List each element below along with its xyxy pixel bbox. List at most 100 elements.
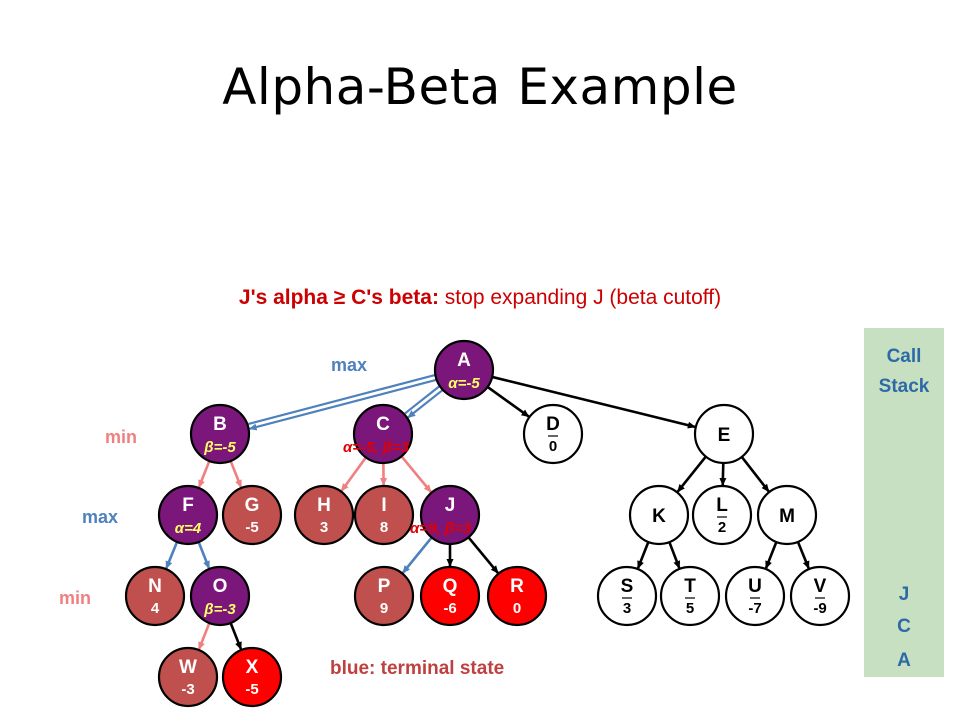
edge-o-w: [197, 622, 211, 651]
node-label-w: W: [179, 657, 197, 678]
node-annotation-a: α=-5: [448, 375, 480, 392]
node-circle-j: [419, 484, 481, 546]
node-a: Aα=-5: [433, 339, 495, 401]
node-circle-h: [293, 484, 355, 546]
edge-c-h: [340, 456, 367, 492]
node-label-r: R: [510, 576, 524, 597]
node-label-k: K: [652, 506, 666, 527]
node-value-w: -3: [181, 681, 194, 698]
edge-m-u: [764, 541, 778, 570]
node-r: R0: [486, 565, 548, 627]
node-circle-r: [486, 565, 548, 627]
slide-title: Alpha-Beta Example: [222, 58, 738, 116]
node-label-t: T: [684, 576, 696, 597]
level-label-min-lower: min: [59, 588, 92, 608]
node-circle-o: [189, 565, 251, 627]
node-value-s: 3: [623, 600, 631, 617]
node-label-e: E: [718, 425, 731, 446]
node-label-u: U: [748, 576, 762, 597]
edge-f-o: [197, 541, 211, 570]
headline-rest: stop expanding J (beta cutoff): [438, 286, 722, 309]
node-label-n: N: [148, 576, 162, 597]
node-label-m: M: [779, 506, 795, 527]
node-label-p: P: [378, 576, 391, 597]
node-t: T5: [659, 565, 721, 627]
edge-a-c: [404, 385, 444, 419]
level-label-max-top: max: [331, 355, 368, 375]
node-n: N4: [124, 565, 186, 627]
node-circle-s: [596, 565, 658, 627]
call-stack-item-j: J: [898, 584, 910, 605]
node-value-n: 4: [151, 600, 160, 617]
node-p: P9: [353, 565, 415, 627]
node-value-l: 2: [718, 519, 726, 536]
node-circle-n: [124, 565, 186, 627]
node-k: K: [628, 484, 690, 546]
node-circle-c: [352, 403, 414, 465]
node-annotation-b: β=-5: [203, 439, 236, 456]
node-label-v: V: [814, 576, 827, 597]
node-b: Bβ=-5: [189, 403, 251, 465]
node-circle-w: [157, 646, 219, 708]
edge-e-l: [719, 462, 727, 487]
node-x: X-5: [221, 646, 283, 708]
edge-m-v: [796, 541, 810, 570]
node-f: Fα=4: [157, 484, 219, 546]
node-value-r: 0: [513, 600, 521, 617]
edge-o-x: [229, 622, 243, 651]
edge-j-r: [467, 536, 499, 574]
edge-f-n: [165, 541, 179, 570]
edge-e-m: [740, 456, 770, 493]
node-o: Oβ=-3: [189, 565, 251, 627]
node-circle-p: [353, 565, 415, 627]
edge-a-e: [491, 375, 696, 429]
node-value-v: -9: [813, 600, 826, 617]
edge-a-d: [486, 385, 530, 418]
edge-j-p: [401, 536, 433, 574]
legend-terminal-state: blue: terminal state: [330, 658, 505, 679]
node-circle-v: [789, 565, 851, 627]
level-label-max-lower: max: [82, 507, 119, 527]
node-value-g: -5: [245, 519, 258, 536]
node-label-q: Q: [443, 576, 458, 597]
node-annotation-c: α=-5, β=3: [343, 439, 410, 456]
node-label-j: J: [445, 495, 456, 516]
node-q: Q-6: [419, 565, 481, 627]
node-label-b: B: [213, 414, 227, 435]
node-circle-k: [628, 484, 690, 546]
edge-e-k: [676, 455, 707, 493]
node-value-h: 3: [320, 519, 328, 536]
node-annotation-o: β=-3: [203, 601, 236, 618]
node-circle-e: [693, 403, 755, 465]
node-m: M: [756, 484, 818, 546]
node-value-u: -7: [748, 600, 761, 617]
edge-k-t: [668, 541, 681, 569]
node-j: Jα=9, β=3: [410, 484, 481, 546]
node-e: E: [693, 403, 755, 465]
node-c: Cα=-5, β=3: [343, 403, 414, 465]
call-stack-panel: Call Stack J C A: [864, 328, 944, 677]
call-stack-item-c: C: [897, 616, 911, 637]
headline: J's alpha ≥ C's beta: stop expanding J (…: [0, 286, 960, 310]
node-annotation-j: α=9, β=3: [410, 520, 472, 537]
node-circle-a: [433, 339, 495, 401]
node-l: L2: [691, 484, 753, 546]
node-u: U -7: [724, 565, 786, 627]
call-stack-title: Call Stack: [878, 346, 930, 397]
node-circle-b: [189, 403, 251, 465]
node-label-o: O: [213, 576, 228, 597]
node-circle-t: [659, 565, 721, 627]
node-s: S3: [596, 565, 658, 627]
edge-b-f: [197, 460, 211, 489]
node-label-s: S: [621, 576, 634, 597]
node-g: G -5: [221, 484, 283, 546]
node-label-h: H: [317, 495, 331, 516]
node-label-c: C: [376, 414, 390, 435]
node-circle-m: [756, 484, 818, 546]
node-i: I8: [353, 484, 415, 546]
node-label-g: G: [245, 495, 260, 516]
node-value-t: 5: [686, 600, 694, 617]
node-value-x: -5: [245, 681, 258, 698]
node-value-i: 8: [380, 519, 388, 536]
node-circle-f: [157, 484, 219, 546]
